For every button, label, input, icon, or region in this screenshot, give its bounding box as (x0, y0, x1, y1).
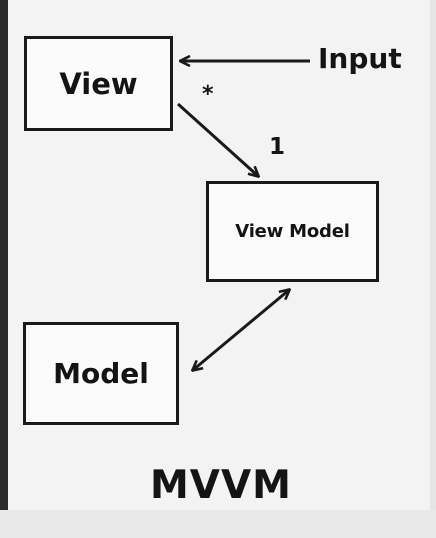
view-to-viewmodel-arrow (176, 102, 258, 176)
view-multiplicity-label: * (202, 82, 214, 107)
input-label: Input (318, 42, 402, 75)
model-label: Model (53, 357, 149, 390)
left-edge-strip (0, 0, 8, 538)
bottom-band (0, 510, 436, 538)
view-model-label: View Model (235, 221, 350, 242)
right-edge-strip (430, 0, 436, 538)
view-model-multiplicity-label: 1 (269, 134, 286, 160)
diagram-caption: MVVM (150, 463, 292, 508)
view-model-box: View Model (206, 181, 379, 282)
view-box: View (24, 36, 173, 131)
viewmodel-model-bidirectional-arrow (193, 290, 289, 370)
view-label: View (59, 66, 138, 101)
model-box: Model (23, 322, 179, 425)
